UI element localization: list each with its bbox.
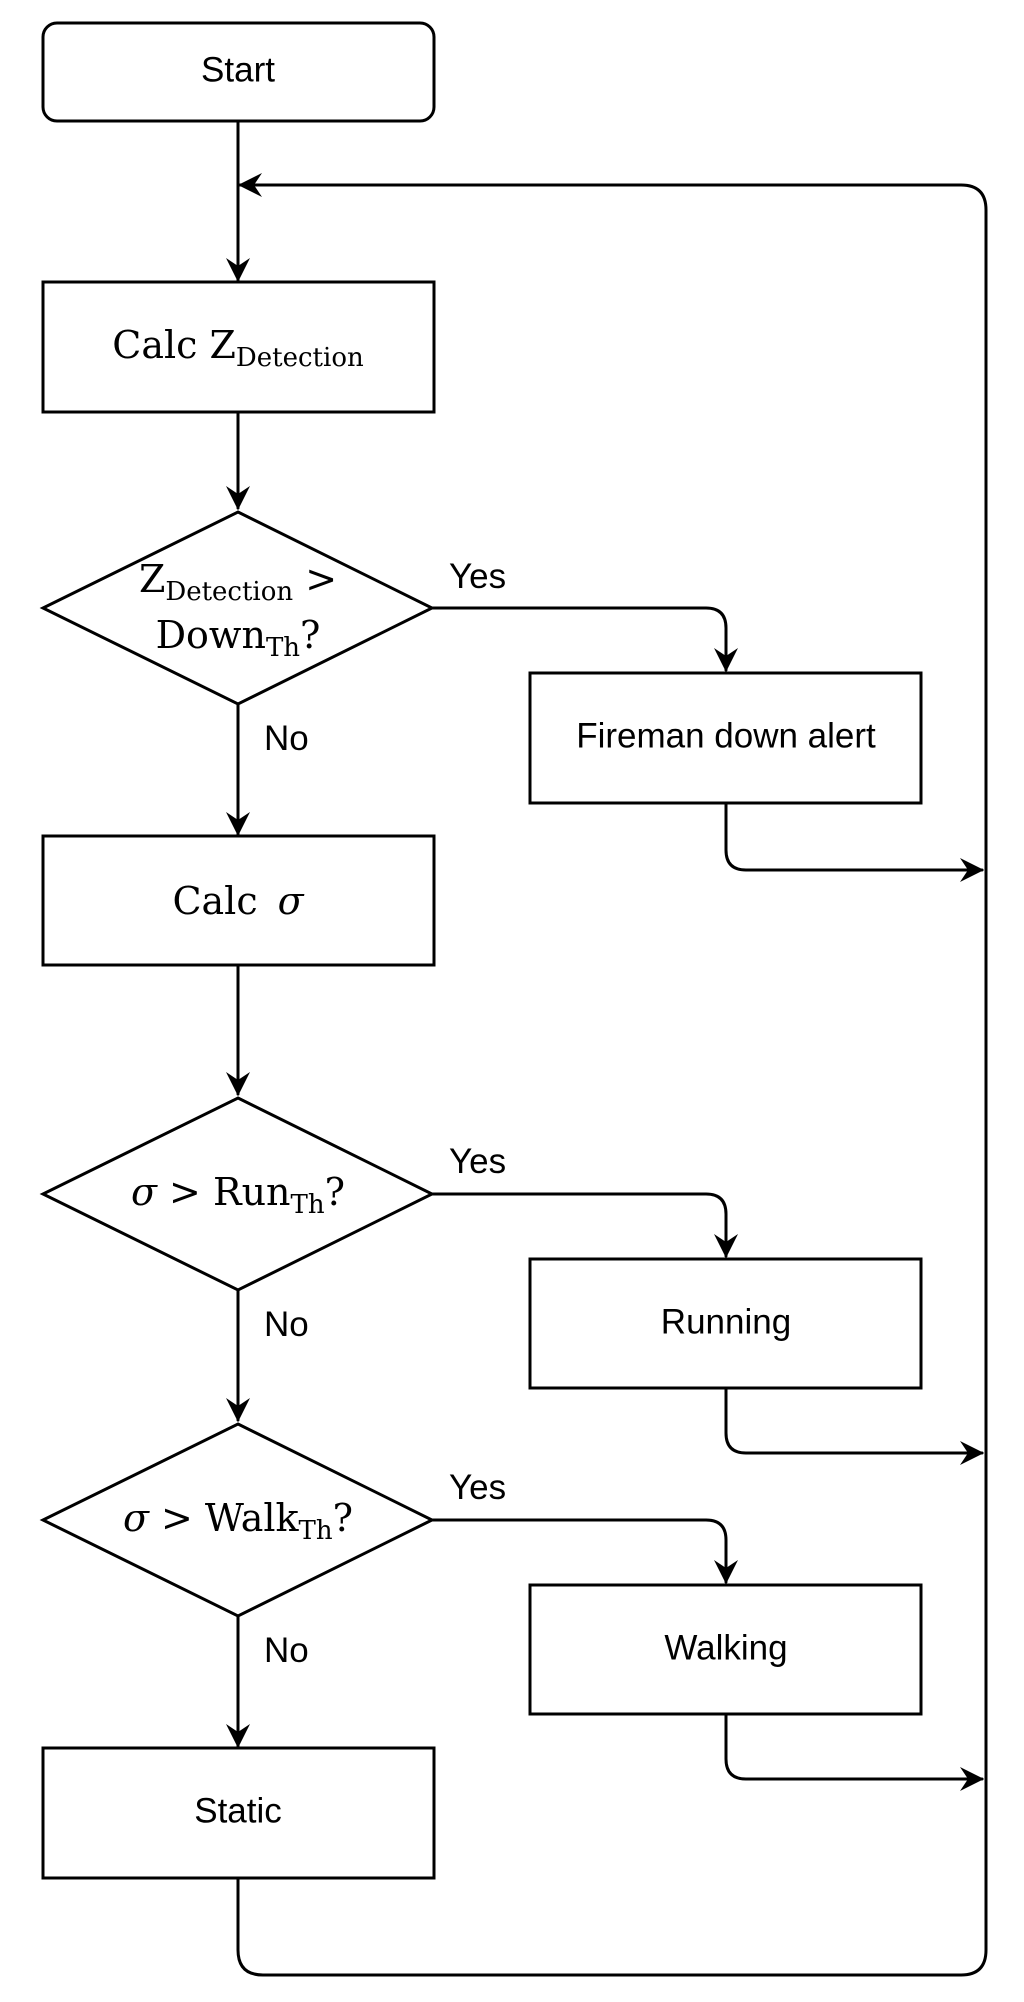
running-node: Running [528, 1257, 923, 1390]
decision-down-operator: > [293, 557, 337, 601]
walking-node: Walking [528, 1583, 923, 1716]
label-down-no: No [264, 719, 309, 758]
start-label: Start [201, 50, 275, 89]
fireman-down-alert-label: Fireman down alert [576, 716, 876, 755]
edge-fireman-to-loop [724, 801, 984, 882]
decision-walk-operator: > Walk [149, 1496, 300, 1540]
decision-down-line1: ZDetection > [139, 557, 337, 607]
fireman-down-alert-node: Fireman down alert [528, 671, 923, 805]
calc-z-detection-node: Calc ZDetection [41, 280, 436, 414]
label-run-no: No [264, 1305, 309, 1344]
edge-decision-down-yes [430, 606, 738, 672]
label-walk-yes: Yes [449, 1468, 506, 1507]
decision-down-threshold: Down [156, 613, 266, 657]
decision-run-label: σ > RunTh? [131, 1170, 345, 1220]
decision-walk-subscript: Th [299, 1516, 333, 1546]
label-down-yes: Yes [449, 557, 506, 596]
calc-sigma-main: Calc [172, 879, 257, 923]
decision-running: σ > RunTh? [39, 1096, 436, 1292]
static-label: Static [194, 1791, 282, 1830]
decision-run-subscript: Th [291, 1190, 325, 1220]
decision-down-z-subscript: Detection [165, 577, 293, 607]
decision-walk-sigma: σ [123, 1496, 150, 1540]
decision-run-operator: > Run [157, 1170, 291, 1214]
calc-sigma-symbol: σ [278, 879, 305, 923]
decision-down-z: Z [139, 557, 165, 601]
decision-run-question: ? [325, 1170, 345, 1214]
edge-running-to-loop [724, 1386, 984, 1465]
calc-z-detection-label: Calc ZDetection [112, 323, 364, 373]
decision-walk-label: σ > WalkTh? [123, 1496, 353, 1546]
calc-z-main: Calc Z [112, 323, 236, 367]
running-label: Running [661, 1302, 791, 1341]
decision-fireman-down: ZDetection > DownTh? [39, 510, 436, 706]
start-node: Start [41, 21, 436, 123]
decision-down-line2: DownTh? [156, 613, 321, 663]
edge-static-loop-back [236, 173, 988, 1977]
label-walk-no: No [264, 1631, 309, 1670]
edge-walking-to-loop [724, 1712, 984, 1791]
decision-down-question: ? [300, 613, 320, 657]
decision-run-sigma: σ [131, 1170, 158, 1214]
label-run-yes: Yes [449, 1142, 506, 1181]
decision-walking: σ > WalkTh? [39, 1422, 436, 1618]
decision-down-threshold-subscript: Th [266, 633, 300, 663]
calc-z-subscript: Detection [236, 343, 364, 373]
static-node: Static [41, 1746, 436, 1880]
walking-label: Walking [664, 1628, 787, 1667]
edge-decision-walk-yes [430, 1518, 738, 1584]
decision-walk-question: ? [333, 1496, 353, 1540]
edge-decision-run-yes [430, 1192, 738, 1258]
